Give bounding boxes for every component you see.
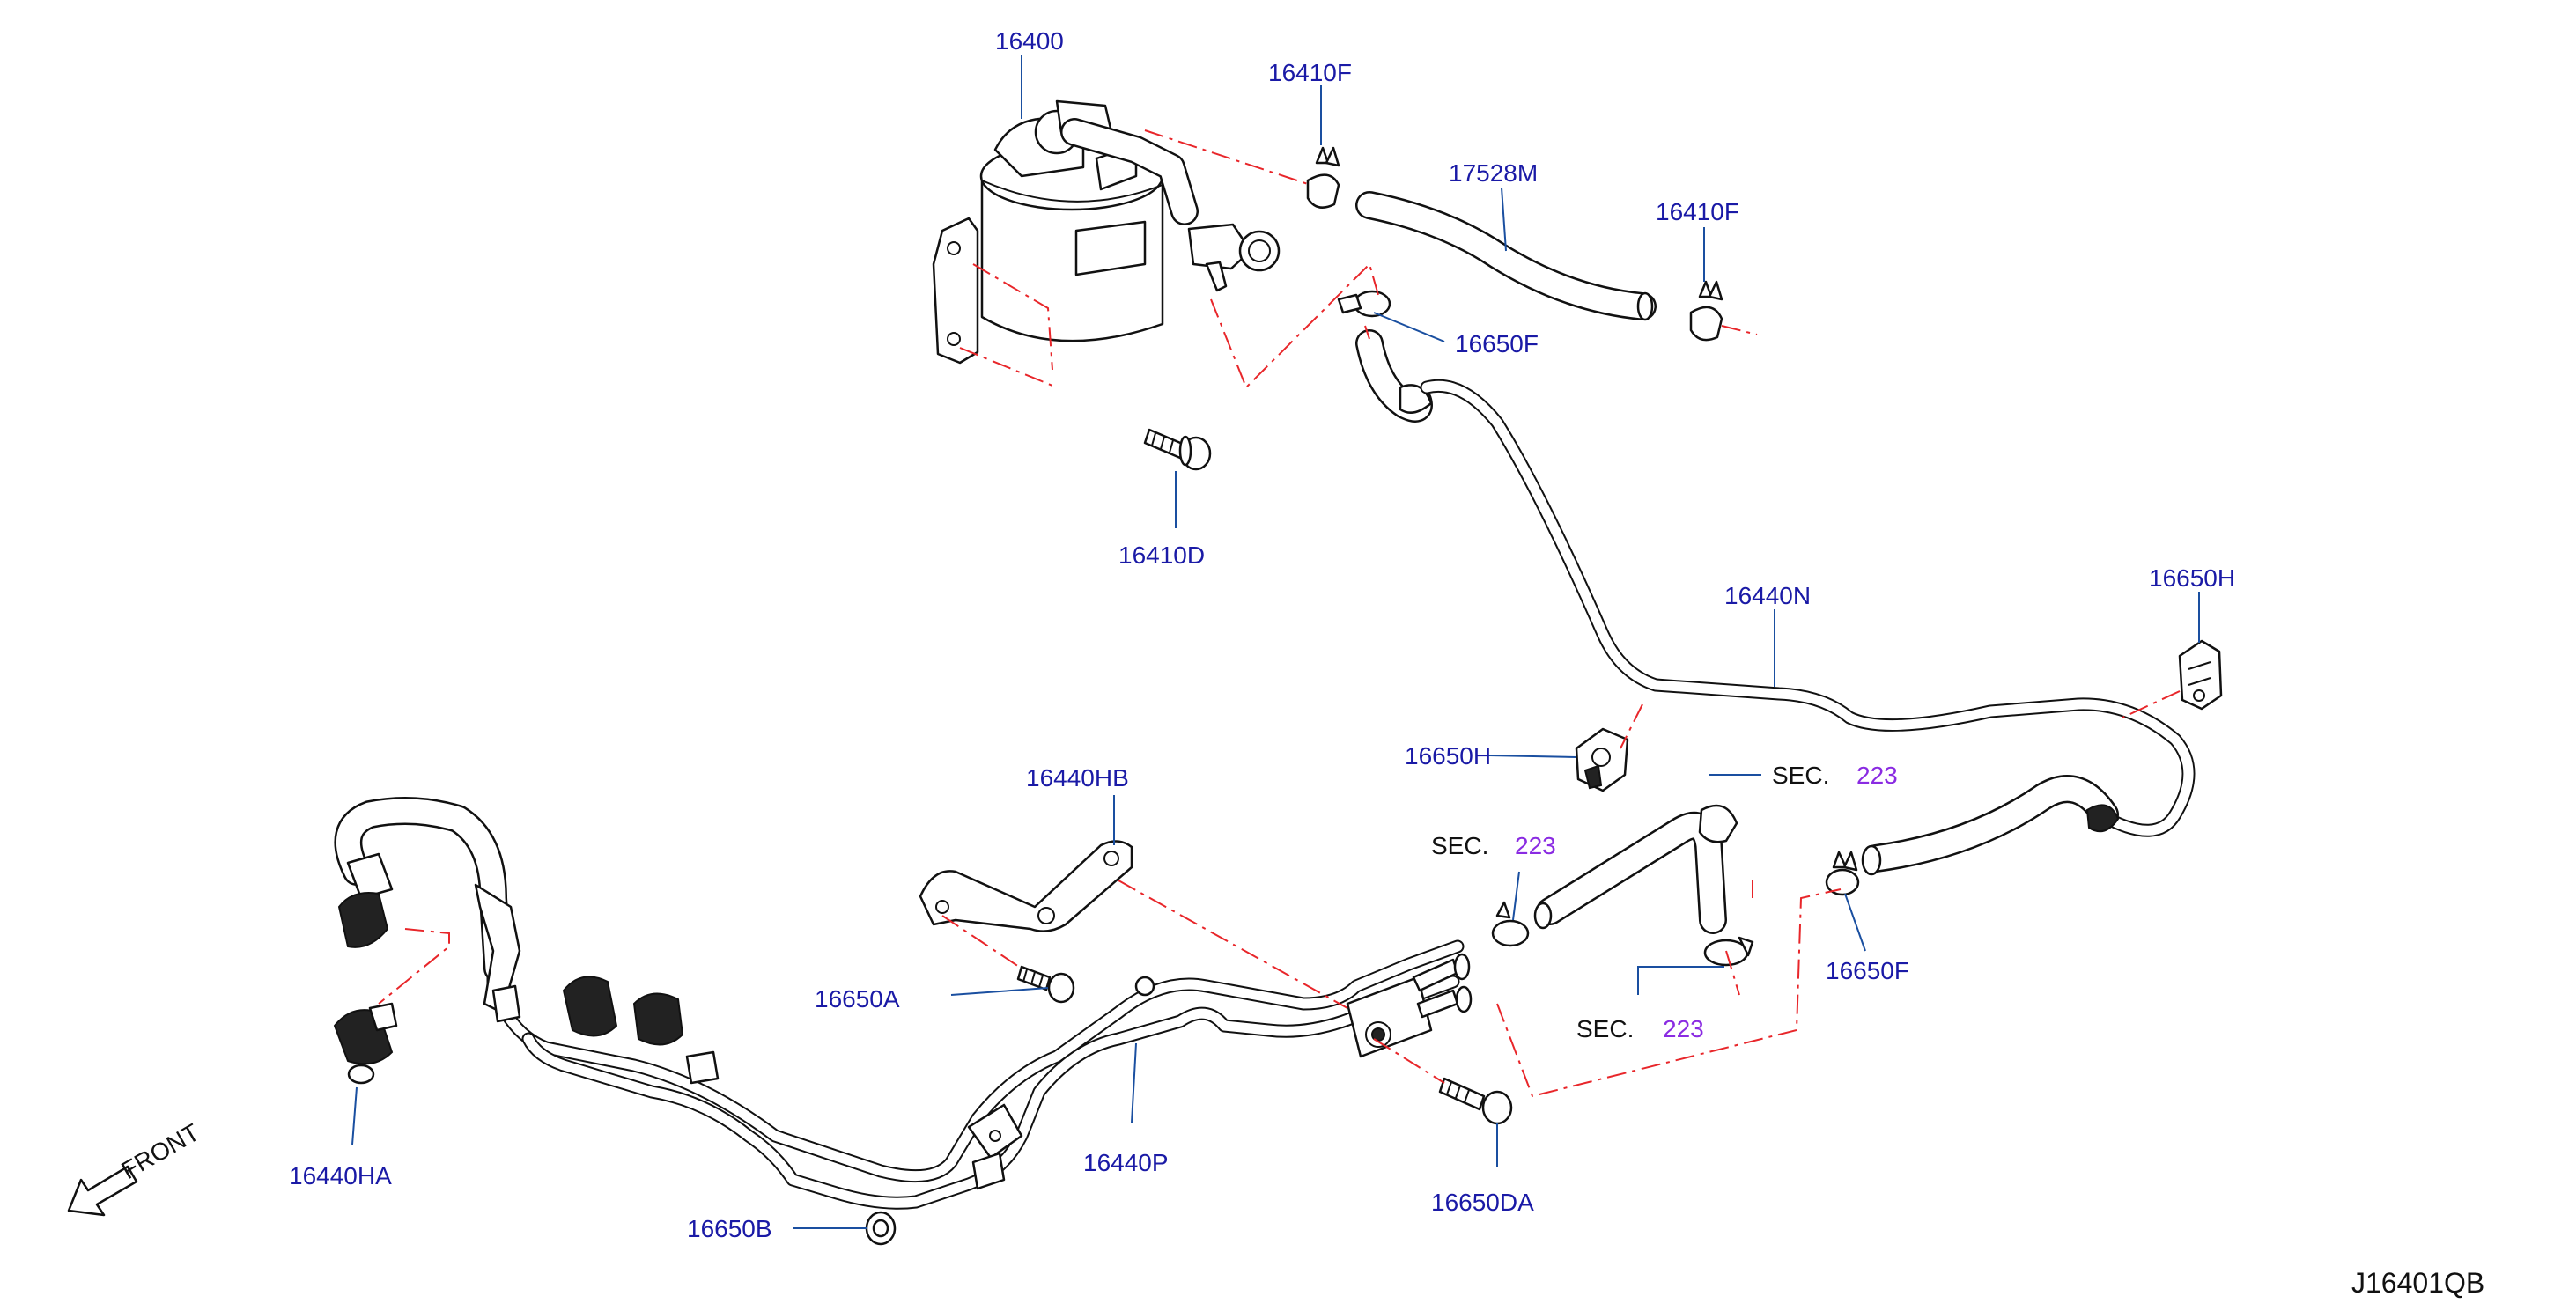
label-16650b[interactable]: 16650B [687,1215,772,1242]
clamp-sec-223-left[interactable] [1491,901,1530,947]
sec-label-2: SEC. [1431,832,1488,859]
clamp-16650f-top[interactable] [1337,290,1391,318]
label-16440ha[interactable]: 16440HA [289,1162,392,1189]
label-16650h-mid[interactable]: 16650H [1405,742,1491,770]
fuel-filter-16400[interactable] [932,99,1281,365]
label-16440hb[interactable]: 16440HB [1026,764,1129,792]
pipe-16440p[interactable] [486,939,1473,1210]
part-labels: 16400 16410F 17528M 16410F 16650F 16410D… [117,27,2485,1299]
clamp-16650h-mid[interactable] [1575,727,1629,792]
label-16650a[interactable]: 16650A [815,985,900,1013]
label-16440n[interactable]: 16440N [1724,582,1811,609]
label-16410d[interactable]: 16410D [1118,541,1205,569]
diagram-code: J16401QB [2351,1267,2484,1299]
label-16650f-top[interactable]: 16650F [1455,330,1539,357]
label-16650da[interactable]: 16650DA [1431,1189,1534,1216]
sec-number-1[interactable]: 223 [1856,762,1898,789]
bolt-16410d[interactable] [1143,428,1212,471]
bracket-16440hb[interactable] [919,840,1133,932]
label-17528m[interactable]: 17528M [1449,159,1538,187]
dashed-reference-lines [378,129,2181,1098]
label-16400[interactable]: 16400 [995,27,1064,55]
bolt-16650da[interactable] [1438,1077,1513,1125]
hose-17528m[interactable] [1355,191,1657,321]
label-16650h-right[interactable]: 16650H [2149,564,2235,592]
label-16410f-top[interactable]: 16410F [1268,59,1352,86]
nut-16650b[interactable] [865,1211,897,1246]
pipe-16440n[interactable] [1355,329,2196,876]
label-16650f-mid[interactable]: 16650F [1826,957,1909,984]
front-arrow-icon [67,1165,138,1217]
sec-label-3: SEC. [1576,1015,1634,1042]
hose-left-assembly[interactable] [334,797,684,1046]
leader-lines [351,55,2200,1229]
clip-16410f-right[interactable] [1689,280,1723,342]
bolt-16650a[interactable] [1016,965,1075,1004]
sec-label-1: SEC. [1772,762,1829,789]
clamp-16650f-mid[interactable] [1825,851,1860,896]
sec-number-3[interactable]: 223 [1663,1015,1704,1042]
hose-sec-223[interactable] [1533,804,1738,934]
sec-number-2[interactable]: 223 [1515,832,1556,859]
connector-16440ha[interactable] [333,1002,398,1085]
label-16410f-right[interactable]: 16410F [1656,198,1739,225]
label-16440p[interactable]: 16440P [1083,1149,1169,1176]
clip-16410f-top[interactable] [1306,146,1340,209]
front-label: FRONT [117,1118,204,1184]
clamp-16650h-right[interactable] [2178,639,2223,711]
